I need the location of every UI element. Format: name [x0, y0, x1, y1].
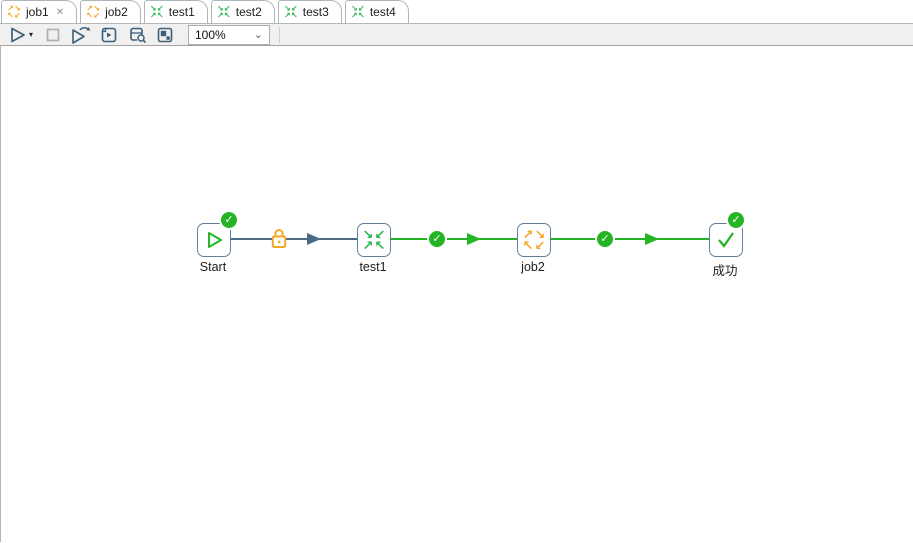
- tab-test4[interactable]: ↘↙ ↗↖ test4: [344, 0, 409, 23]
- job-entry-job2[interactable]: ↗↘ ↖↙: [517, 223, 551, 257]
- node-label-test1: test1: [359, 260, 387, 274]
- tab-label: job2: [105, 5, 128, 19]
- tab-job1[interactable]: ↗↘ ↖↙ job1 ✕: [1, 0, 78, 23]
- tab-label: test4: [369, 5, 396, 19]
- transformation-icon: ↘↙ ↗↖: [283, 4, 298, 20]
- scroll-with-flag-icon: [101, 27, 117, 42]
- result-check-badge: ✓: [219, 210, 239, 230]
- hop-start-test1[interactable]: [231, 238, 357, 240]
- job-icon: ↗↘ ↖↙: [86, 4, 100, 20]
- tab-job2[interactable]: ↗↘ ↖↙ job2: [80, 0, 141, 23]
- node-label-start: Start: [199, 260, 227, 274]
- tab-test2[interactable]: ↘↙ ↗↖ test2: [210, 0, 275, 23]
- tab-bar: ↗↘ ↖↙ job1 ✕ ↗↘ ↖↙ job2 ↘↙ ↗↖ test1 ↘↙ ↗…: [0, 0, 913, 24]
- job-entry-test1[interactable]: ↘↙ ↗↖: [357, 223, 391, 257]
- zoom-value: 100%: [195, 27, 226, 42]
- success-check-icon: [718, 232, 734, 248]
- transformation-icon: ↘↙ ↗↖: [216, 4, 231, 20]
- tab-label: job1: [26, 5, 49, 19]
- hop-arrow-icon: [467, 233, 481, 245]
- hop-success-badge[interactable]: ✓: [595, 229, 615, 249]
- play-with-arrow-icon: [72, 26, 91, 44]
- hop-job2-success[interactable]: [551, 238, 709, 240]
- toolbar: ▾: [0, 24, 913, 46]
- show-execution-results-button[interactable]: [152, 25, 178, 45]
- stop-icon: [46, 28, 60, 41]
- hop-arrow-icon: [307, 233, 321, 245]
- node-label-job2: job2: [521, 260, 545, 274]
- zoom-select[interactable]: 100% ⌄: [188, 24, 270, 45]
- run-button[interactable]: ▾: [4, 25, 38, 45]
- job-canvas[interactable]: ↘↙ ↗↖ ↗↘ ↖↙ Start test1 job2 成功 ✓ ✓ ✓ ✓: [0, 46, 913, 542]
- run-options-button[interactable]: [68, 25, 94, 45]
- tab-label: test2: [235, 5, 262, 19]
- transformation-icon: ↘↙ ↗↖: [350, 4, 365, 20]
- transformation-icon: ↘↙ ↗↖: [362, 227, 386, 253]
- job-icon: ↗↘ ↖↙: [7, 4, 21, 20]
- tab-label: test1: [168, 5, 195, 19]
- hop-test1-job2[interactable]: [391, 238, 517, 240]
- stop-button[interactable]: [40, 25, 66, 45]
- toolbar-separator: [279, 26, 280, 43]
- run-dropdown-caret-icon[interactable]: ▾: [28, 29, 33, 39]
- database-search-icon: [129, 27, 146, 43]
- start-play-icon: [208, 232, 222, 248]
- hop-success-badge[interactable]: ✓: [427, 229, 447, 249]
- play-icon: [11, 27, 25, 42]
- replay-button[interactable]: [96, 25, 122, 45]
- node-label-success: 成功: [712, 264, 738, 278]
- hop-arrow-icon: [645, 233, 659, 245]
- result-check-badge: ✓: [726, 210, 746, 230]
- transformation-icon: ↘↙ ↗↖: [149, 4, 164, 20]
- tab-label: test3: [302, 5, 329, 19]
- tab-test1[interactable]: ↘↙ ↗↖ test1: [143, 0, 208, 23]
- job-icon: ↗↘ ↖↙: [522, 227, 546, 253]
- checkered-panel-icon: [157, 27, 173, 42]
- explore-database-button[interactable]: [124, 25, 150, 45]
- tab-test3[interactable]: ↘↙ ↗↖ test3: [277, 0, 342, 23]
- lock-icon[interactable]: [270, 227, 288, 250]
- close-icon[interactable]: ✕: [55, 6, 65, 18]
- chevron-down-icon: ⌄: [253, 28, 263, 41]
